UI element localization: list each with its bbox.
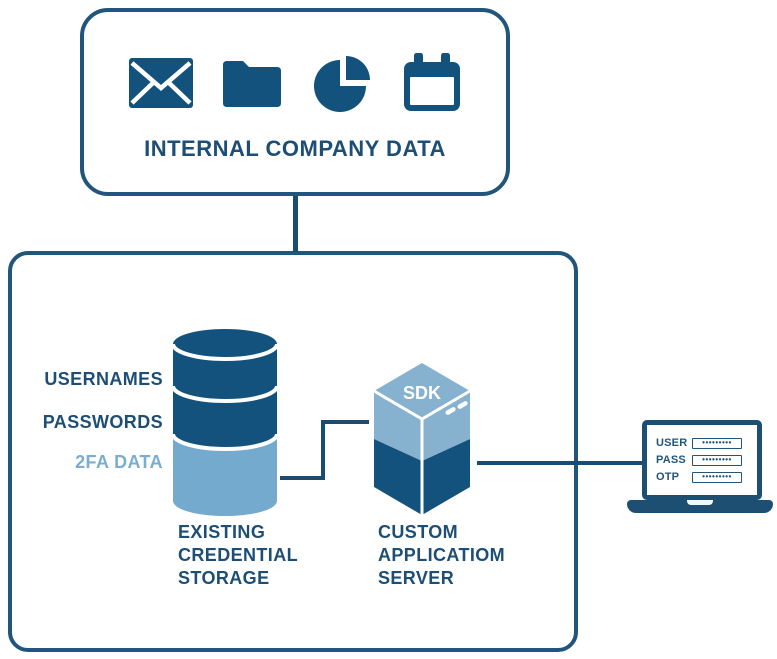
connector-db-server-seg3: [321, 420, 369, 424]
server-caption: CUSTOM APPLICATIOM SERVER: [378, 521, 505, 590]
storage-caption: EXISTING CREDENTIAL STORAGE: [178, 521, 298, 590]
user-password-field: •••••••••: [692, 437, 742, 449]
server-caption-line2: APPLICATIOM: [378, 545, 506, 565]
credential-storage-database: [171, 326, 279, 523]
laptop-screen: USER ••••••••• PASS ••••••••• OTP ••••••…: [642, 420, 762, 500]
credential-row-user: USER •••••••••: [656, 437, 757, 450]
internal-company-data-box: INTERNAL COMPANY DATA: [80, 8, 510, 196]
storage-caption-line2: CREDENTIAL: [178, 545, 298, 565]
data-icons-row: [128, 52, 462, 114]
pie-chart-icon: [312, 54, 374, 112]
label-usernames: USERNAMES: [44, 369, 163, 389]
otp-password-field: •••••••••: [692, 471, 742, 483]
server-caption-line3: SERVER: [378, 568, 455, 588]
label-2fa-data: 2FA DATA: [75, 452, 163, 472]
user-label: USER: [656, 437, 688, 449]
internal-company-data-title: INTERNAL COMPANY DATA: [144, 136, 446, 161]
folder-icon: [221, 56, 284, 110]
connector-db-server-seg1: [280, 476, 325, 480]
user-laptop: USER ••••••••• PASS ••••••••• OTP ••••••…: [620, 415, 777, 525]
server-caption-line1: CUSTOM: [378, 522, 459, 542]
pass-label: PASS: [656, 454, 686, 466]
credential-system-box: [8, 251, 578, 652]
connector-top-to-bottom: [293, 196, 298, 252]
sdk-badge: SDK: [403, 383, 441, 403]
envelope-icon: [128, 58, 193, 108]
label-passwords: PASSWORDS: [42, 412, 163, 432]
storage-caption-line1: EXISTING: [178, 522, 266, 542]
calendar-icon: [402, 53, 462, 113]
storage-caption-line3: STORAGE: [178, 568, 270, 588]
credential-row-otp: OTP •••••••••: [656, 471, 757, 484]
laptop-base: [627, 500, 773, 513]
user-password-dots: •••••••••: [702, 438, 732, 447]
otp-label: OTP: [656, 471, 680, 483]
laptop-notch: [687, 500, 713, 505]
custom-application-server: SDK: [372, 361, 472, 522]
connector-db-server-seg2: [321, 420, 325, 480]
connector-server-laptop: [477, 461, 643, 465]
pass-password-dots: •••••••••: [702, 455, 732, 464]
credential-row-pass: PASS •••••••••: [656, 454, 757, 467]
pass-password-field: •••••••••: [692, 454, 742, 466]
otp-password-dots: •••••••••: [702, 472, 732, 481]
